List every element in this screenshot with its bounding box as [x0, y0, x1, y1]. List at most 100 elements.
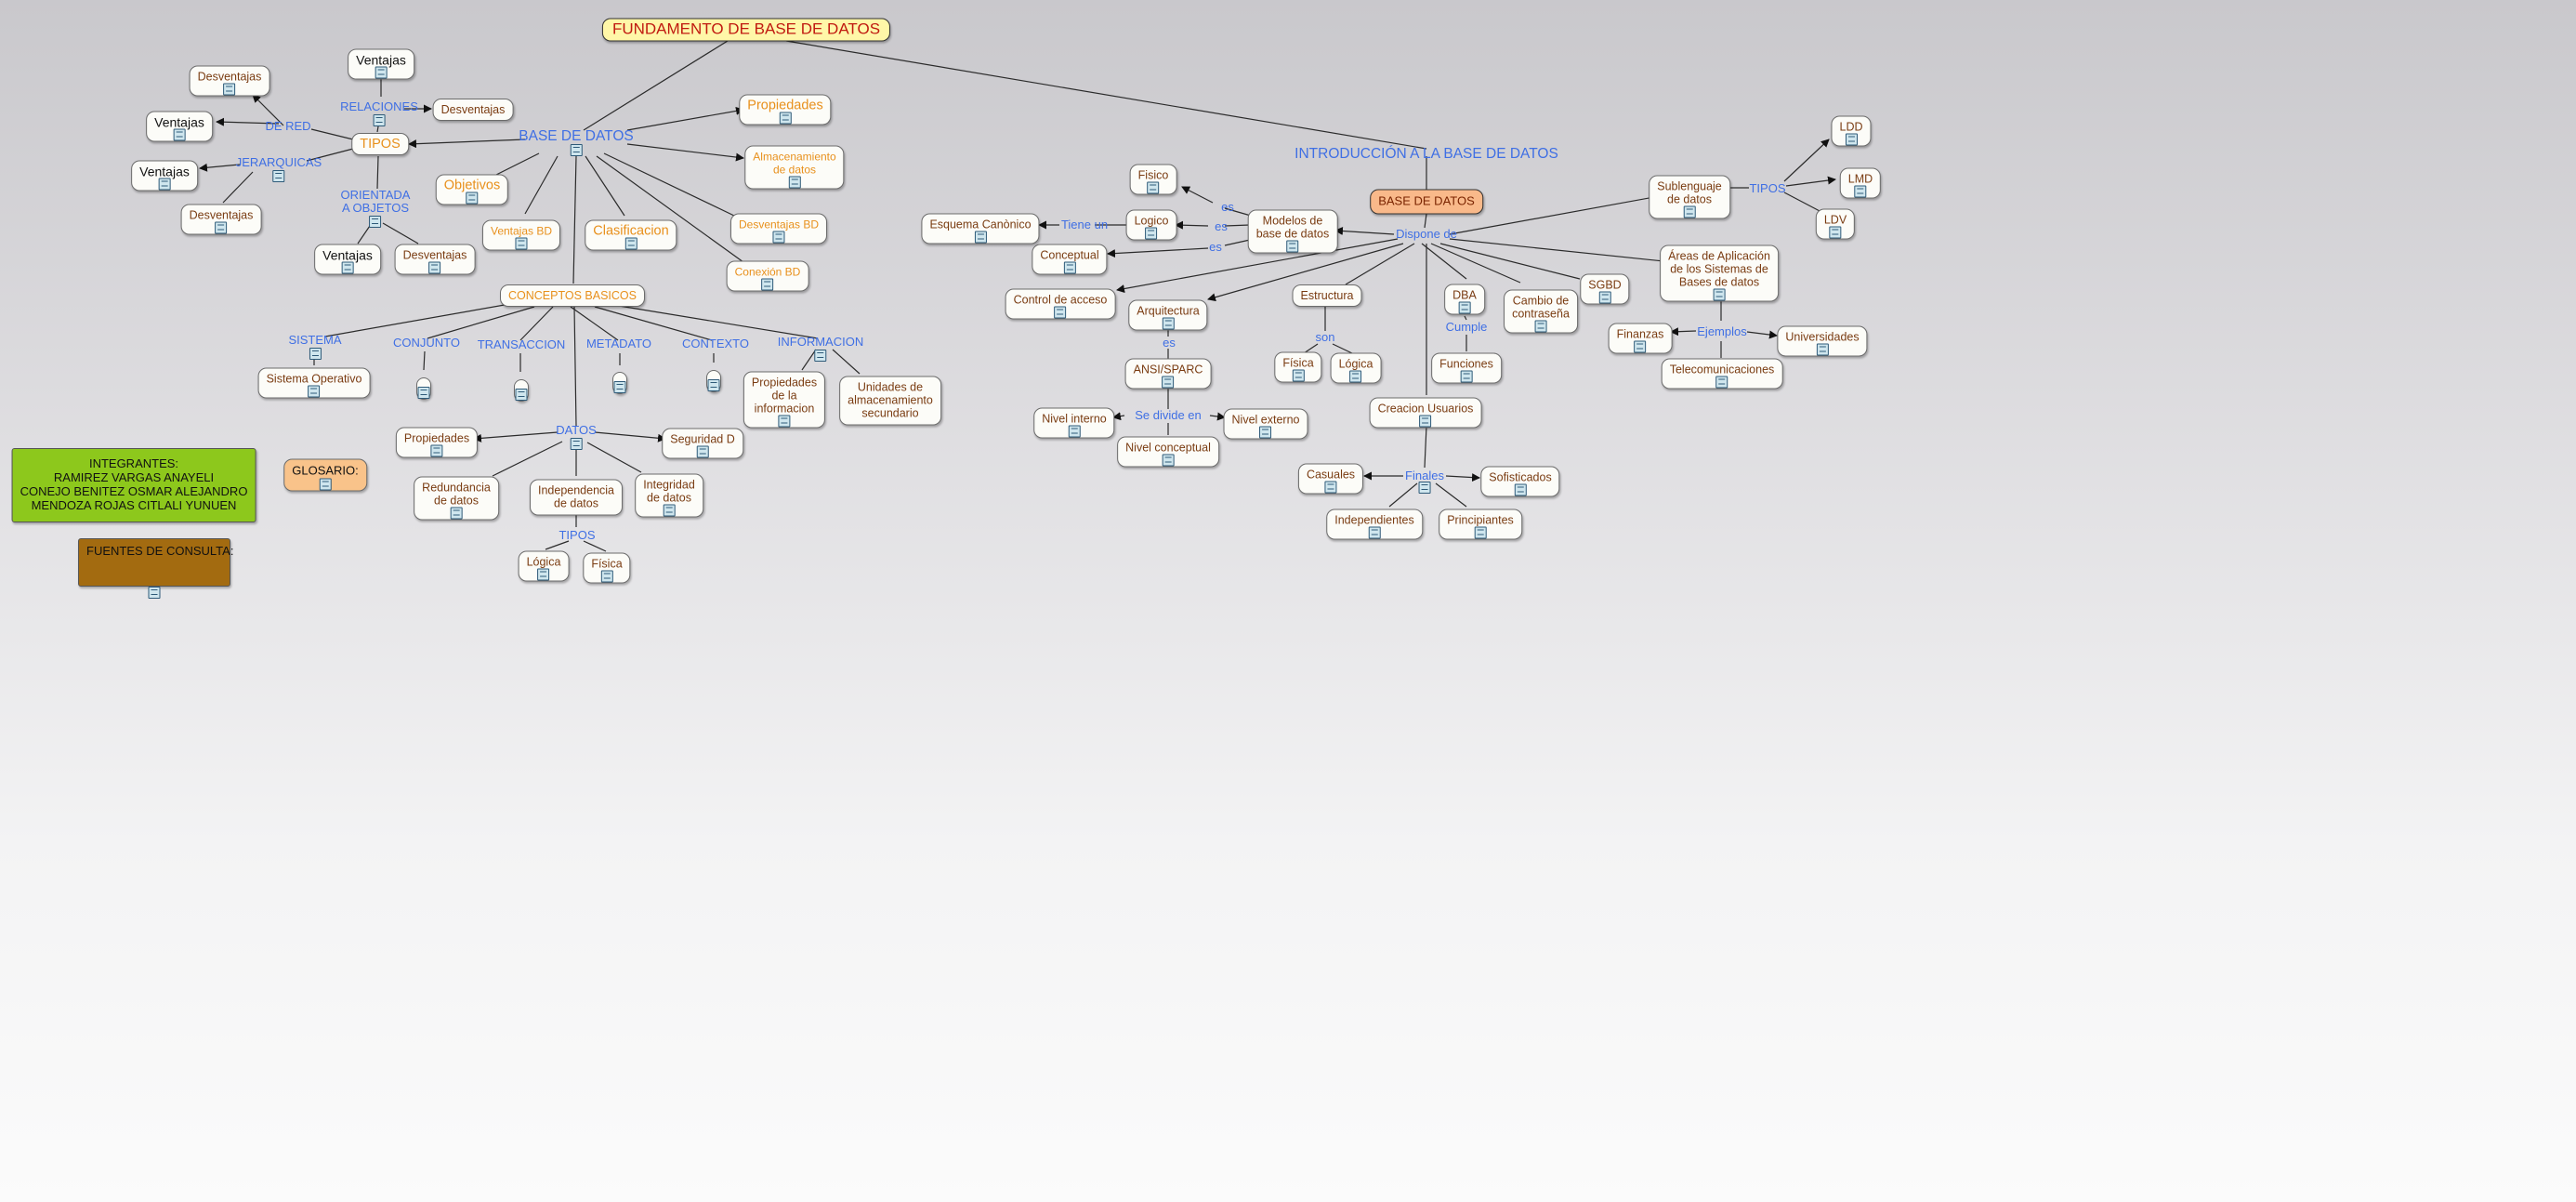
node-logica-datos[interactable]: Lógica — [518, 550, 570, 582]
document-icon[interactable] — [373, 114, 386, 126]
link-orientada-a-objetos[interactable]: ORIENTADA A OBJETOS — [341, 189, 410, 228]
document-icon[interactable] — [272, 170, 285, 182]
document-icon[interactable] — [772, 231, 785, 244]
node-conjunto-empty[interactable] — [416, 377, 431, 400]
link-se-divide-en[interactable]: Se divide en — [1135, 408, 1202, 422]
document-icon[interactable] — [1634, 340, 1647, 353]
node-fundamento-base-de-datos[interactable]: FUNDAMENTO DE BASE DE DATOS — [601, 18, 891, 42]
node-lmd[interactable]: LMD — [1839, 167, 1882, 199]
node-arquitectura[interactable]: Arquitectura — [1128, 299, 1208, 331]
node-sofisticados[interactable]: Sofisticados — [1480, 466, 1560, 497]
document-icon[interactable] — [1534, 320, 1547, 333]
node-seguridad-datos[interactable]: Seguridad D — [662, 428, 743, 459]
node-funciones[interactable]: Funciones — [1431, 352, 1502, 384]
link-es-logico[interactable]: es — [1215, 219, 1228, 233]
link-tipos-datos[interactable]: TIPOS — [559, 528, 596, 542]
node-metadato-empty[interactable] — [612, 372, 627, 394]
document-icon[interactable] — [1054, 306, 1067, 319]
node-estructura[interactable]: Estructura — [1292, 284, 1362, 307]
node-unidades-almacenamiento[interactable]: Unidades de almacenamiento secundario — [839, 376, 941, 426]
link-transaccion[interactable]: TRANSACCION — [477, 337, 566, 351]
node-propiedades-bd[interactable]: Propiedades — [739, 94, 832, 125]
document-icon[interactable] — [1162, 317, 1175, 330]
document-icon[interactable] — [537, 568, 550, 581]
node-conceptos-basicos[interactable]: CONCEPTOS BASICOS — [500, 284, 645, 307]
node-modelos-base-datos[interactable]: Modelos de base de datos — [1247, 209, 1338, 254]
node-redundancia[interactable]: Redundancia de datos — [414, 476, 499, 521]
document-icon[interactable] — [1368, 526, 1381, 539]
link-dispone-de[interactable]: Dispone de — [1396, 227, 1457, 241]
document-icon[interactable] — [1418, 482, 1431, 494]
document-icon[interactable] — [814, 350, 827, 362]
node-ansi-sparc[interactable]: ANSI/SPARC — [1124, 358, 1212, 390]
node-ventajas-bd[interactable]: Ventajas BD — [481, 219, 561, 251]
node-conceptual[interactable]: Conceptual — [1032, 244, 1108, 275]
document-icon[interactable] — [779, 112, 792, 125]
document-icon[interactable] — [613, 381, 626, 393]
document-icon[interactable] — [515, 389, 528, 401]
link-datos[interactable]: DATOS — [556, 424, 597, 450]
document-icon[interactable] — [600, 570, 613, 583]
document-icon[interactable] — [1162, 376, 1175, 389]
document-icon[interactable] — [1349, 370, 1362, 383]
node-ventajas-jerarquicas[interactable]: Ventajas — [131, 160, 198, 192]
node-sublenguaje[interactable]: Sublenguaje de datos — [1649, 175, 1730, 219]
node-integridad[interactable]: Integridad de datos — [635, 473, 703, 518]
node-propiedades-informacion[interactable]: Propiedades de la informacion — [743, 371, 826, 429]
document-icon[interactable] — [375, 66, 388, 79]
document-icon[interactable] — [450, 507, 463, 520]
document-icon[interactable] — [1598, 291, 1611, 304]
document-icon[interactable] — [974, 231, 987, 244]
link-relaciones[interactable]: RELACIONES — [340, 100, 418, 126]
document-icon[interactable] — [1147, 181, 1160, 194]
document-icon[interactable] — [319, 478, 332, 491]
document-icon[interactable] — [223, 83, 236, 96]
document-icon[interactable] — [369, 216, 382, 228]
document-icon[interactable] — [1715, 376, 1728, 389]
link-metadato[interactable]: METADATO — [585, 337, 652, 350]
node-control-acceso[interactable]: Control de acceso — [1005, 288, 1116, 320]
node-conexion-bd[interactable]: Conexión BD — [726, 260, 809, 292]
document-icon[interactable] — [1063, 261, 1076, 274]
document-icon[interactable] — [428, 261, 441, 274]
node-nivel-conceptual[interactable]: Nivel conceptual — [1117, 436, 1219, 468]
link-es-conceptual[interactable]: es — [1209, 240, 1222, 254]
document-icon[interactable] — [1259, 426, 1272, 439]
node-ventajas-objetos[interactable]: Ventajas — [314, 244, 381, 275]
node-tipos[interactable]: TIPOS — [351, 133, 409, 155]
document-icon[interactable] — [1419, 415, 1432, 428]
document-icon[interactable] — [1458, 301, 1471, 314]
node-almacenamiento[interactable]: Almacenamiento de datos — [744, 145, 845, 190]
document-icon[interactable] — [1145, 227, 1158, 240]
document-icon[interactable] — [148, 587, 161, 599]
document-icon[interactable] — [761, 278, 774, 291]
link-base-de-datos[interactable]: BASE DE DATOS — [519, 129, 634, 156]
link-conjunto[interactable]: CONJUNTO — [393, 336, 460, 350]
link-tipos-sublenguaje[interactable]: TIPOS — [1749, 181, 1786, 195]
document-icon[interactable] — [696, 445, 709, 458]
document-icon[interactable] — [1845, 133, 1858, 146]
document-icon[interactable] — [570, 438, 583, 450]
document-icon[interactable] — [1162, 454, 1175, 467]
link-jerarquicas[interactable]: JERARQUICAS — [236, 156, 322, 182]
document-icon[interactable] — [1683, 205, 1696, 218]
node-independencia[interactable]: Independencia de datos — [529, 479, 624, 516]
document-icon[interactable] — [417, 387, 430, 399]
document-icon[interactable] — [215, 221, 228, 234]
node-glosario[interactable]: GLOSARIO: — [283, 458, 367, 492]
document-icon[interactable] — [570, 144, 583, 156]
document-icon[interactable] — [624, 237, 637, 250]
node-creacion-usuarios[interactable]: Creacion Usuarios — [1369, 397, 1482, 429]
document-icon[interactable] — [1829, 226, 1842, 239]
document-icon[interactable] — [788, 176, 801, 189]
node-fisica-datos[interactable]: Física — [583, 552, 631, 584]
node-logico[interactable]: Logico — [1125, 209, 1177, 241]
document-icon[interactable] — [466, 192, 479, 205]
node-fisica-estructura[interactable]: Física — [1274, 351, 1322, 383]
document-icon[interactable] — [158, 178, 171, 191]
document-icon[interactable] — [1068, 425, 1081, 438]
link-introduccion[interactable]: INTRODUCCIÓN A LA BASE DE DATOS — [1295, 146, 1558, 162]
node-casuales[interactable]: Casuales — [1297, 463, 1364, 495]
node-clasificacion[interactable]: Clasificacion — [585, 219, 677, 251]
node-telecomunicaciones[interactable]: Telecomunicaciones — [1661, 358, 1783, 390]
